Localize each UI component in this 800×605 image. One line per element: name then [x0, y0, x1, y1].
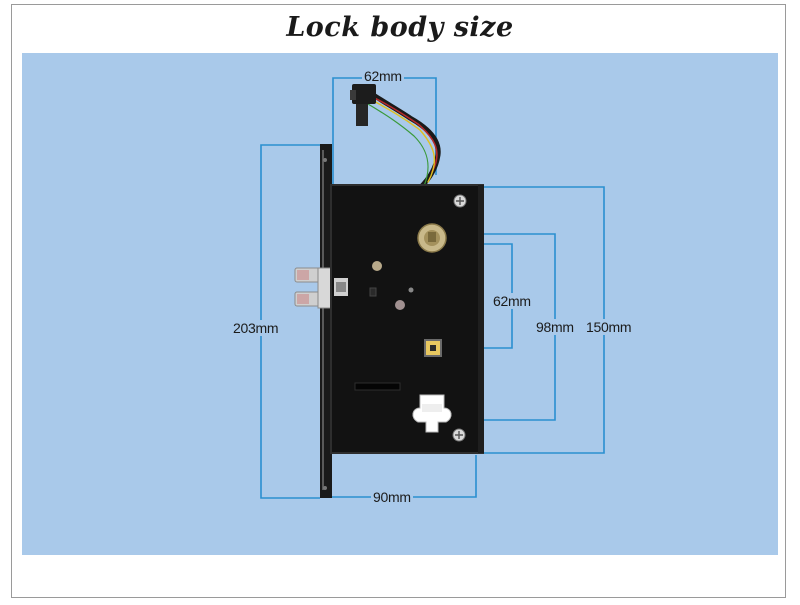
dim-label-body-height: 150mm — [585, 319, 633, 335]
lock-faceplate — [320, 144, 332, 498]
lock-cable — [363, 87, 441, 191]
lock-body — [330, 184, 484, 454]
dim-label-spacing-a: 62mm — [492, 293, 532, 309]
dim-label-total-height: 203mm — [232, 320, 280, 336]
dim-label-spacing-b: 98mm — [535, 319, 575, 335]
dim-label-width: 90mm — [371, 489, 413, 505]
dim-label-top-width: 62mm — [362, 68, 404, 84]
page-title: Lock body size — [286, 12, 514, 43]
latch-bolts — [294, 267, 333, 309]
connector-icon — [350, 84, 376, 126]
